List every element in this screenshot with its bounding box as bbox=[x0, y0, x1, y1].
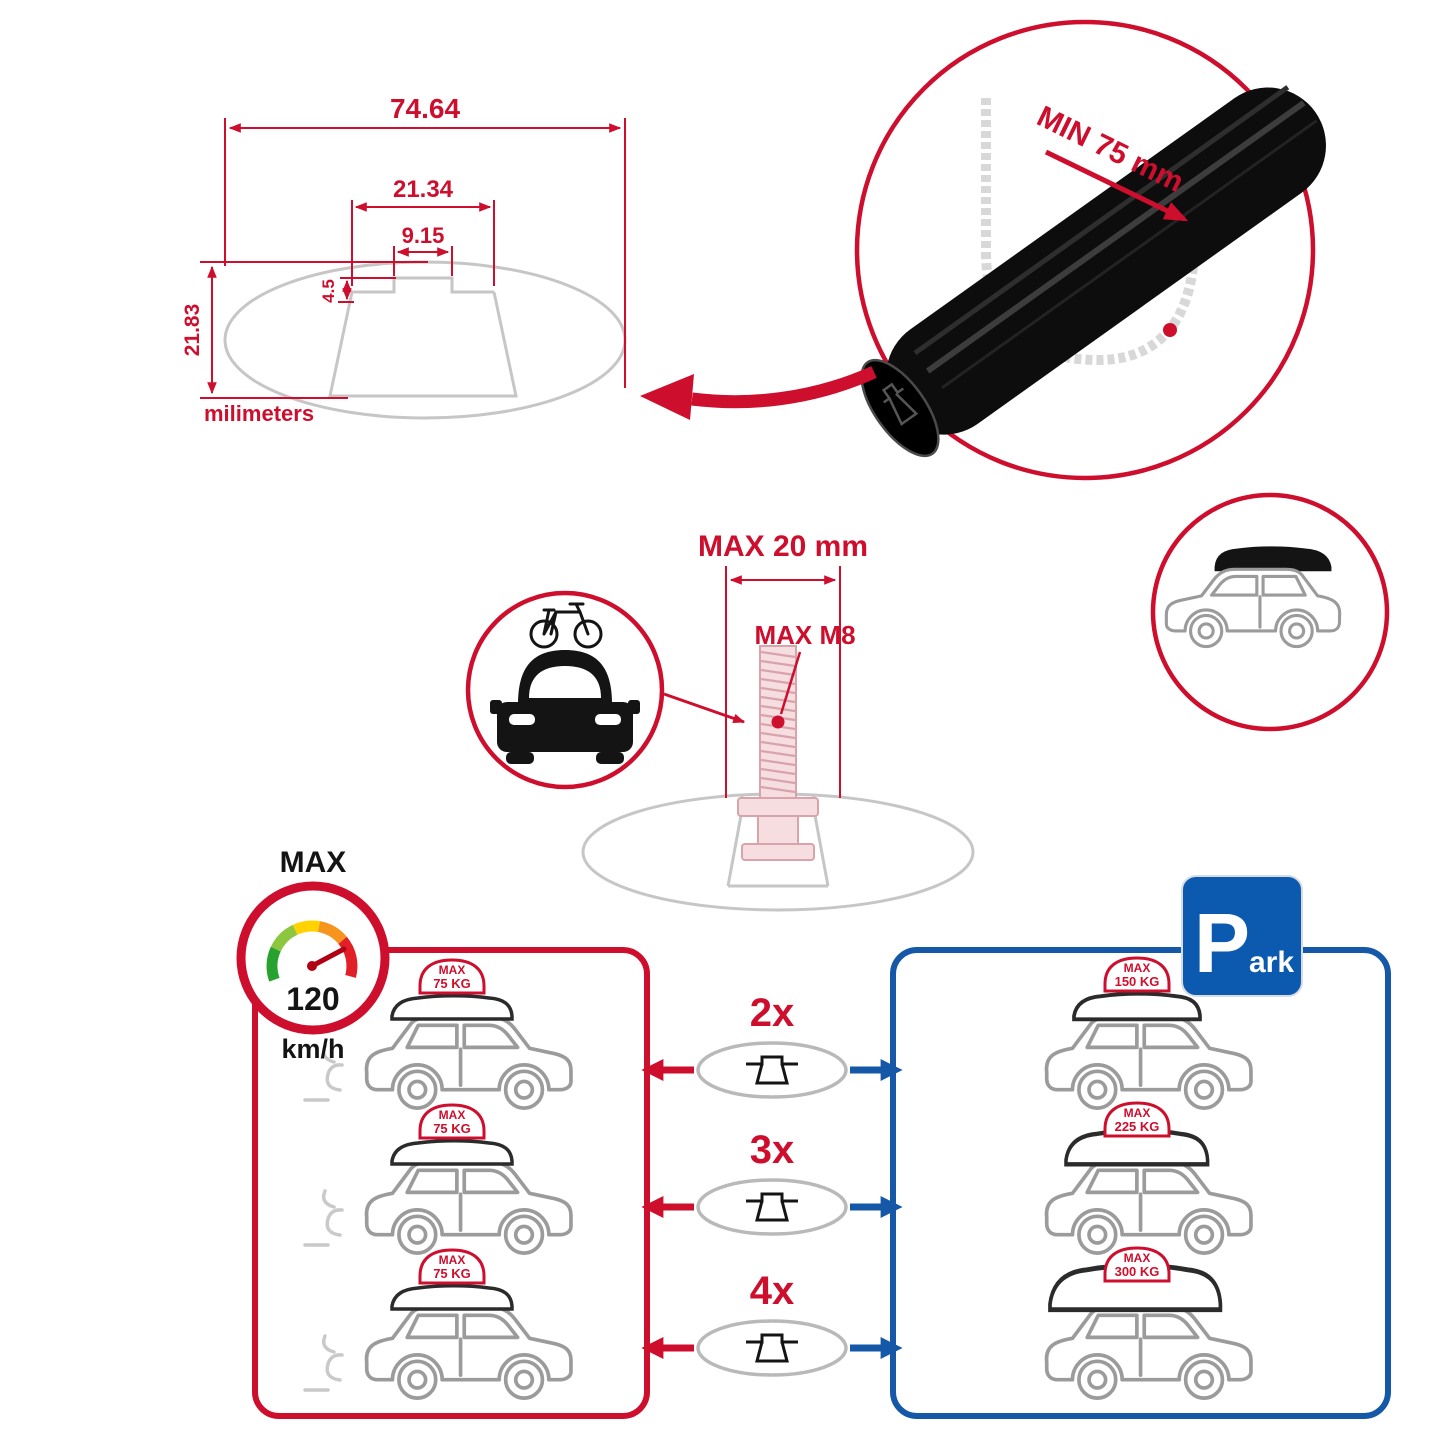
bar-end-face bbox=[860, 358, 940, 458]
speed-limit-gauge: MAX 120 km/h bbox=[236, 846, 390, 1064]
badge-max-label: MAX bbox=[1124, 1251, 1151, 1265]
roof-box bbox=[390, 1284, 514, 1311]
bar-count-label: 4x bbox=[750, 1269, 795, 1313]
badge-max-label: MAX bbox=[439, 1108, 466, 1122]
car-illustration bbox=[364, 1015, 573, 1110]
bolt-diagram: MAX 20 mm MAX M8 bbox=[581, 530, 975, 912]
gauge-needle bbox=[309, 946, 347, 969]
bar-cross-section-icon bbox=[696, 1319, 848, 1377]
bar-count-row: 2x bbox=[641, 991, 903, 1099]
bike-icon bbox=[529, 602, 603, 649]
driving-box bbox=[252, 947, 650, 1419]
parking-panel: MAX 150 KG MAX 225 KG MAX 300 KG bbox=[890, 875, 1391, 1419]
min-clamp-arrow bbox=[1044, 149, 1189, 222]
dim-total-height-label: 21.83 bbox=[181, 304, 204, 357]
car-front-icon bbox=[490, 650, 640, 764]
multiplier-column: 2x 3x 4x bbox=[641, 991, 903, 1377]
load-badge: MAX 75 KG bbox=[418, 1248, 486, 1285]
load-badge: MAX 75 KG bbox=[418, 1103, 486, 1140]
bar-closeup: MIN 75 mm bbox=[640, 19, 1326, 481]
dim-lip-height-label: 4.5 bbox=[319, 279, 338, 303]
speedometer-icon bbox=[236, 881, 390, 1035]
gauge-hub bbox=[307, 961, 317, 971]
dim-total-width-label: 74.64 bbox=[390, 93, 460, 124]
parking-sign: P ark bbox=[1181, 875, 1303, 997]
bar-count-label: 3x bbox=[750, 1128, 795, 1172]
dim-slot-width-label: 9.15 bbox=[402, 223, 445, 248]
parking-box bbox=[890, 947, 1391, 1419]
badge-max-label: MAX bbox=[1124, 1106, 1151, 1120]
exhaust-swirl-icon bbox=[303, 1044, 344, 1102]
badge-load-label: 75 KG bbox=[433, 1266, 471, 1281]
thread-leader-line bbox=[779, 651, 802, 715]
badge-max-label: MAX bbox=[439, 1253, 466, 1267]
parking-sign-rest: ark bbox=[1249, 946, 1294, 979]
load-badge: MAX 225 KG bbox=[1103, 1101, 1171, 1138]
driving-car-row: MAX 75 KG bbox=[303, 1248, 573, 1400]
closeup-circle bbox=[854, 19, 1316, 481]
speed-unit: km/h bbox=[281, 1034, 344, 1064]
bar-cross-section-icon bbox=[696, 1178, 848, 1236]
bar-profile-slot bbox=[352, 276, 494, 294]
crossbar-image bbox=[860, 85, 1326, 458]
car-illustration bbox=[364, 1160, 573, 1255]
bar-cross-section-icon bbox=[696, 1041, 848, 1099]
badge-max-label: MAX bbox=[1124, 961, 1151, 975]
parking-sign-letter: P bbox=[1194, 896, 1250, 990]
bar-profile-foot bbox=[328, 291, 518, 398]
badge-max-label: MAX bbox=[439, 963, 466, 977]
badge-load-label: 75 KG bbox=[433, 976, 471, 991]
load-badge: MAX 300 KG bbox=[1103, 1246, 1171, 1283]
parked-car-row: MAX 225 KG bbox=[1044, 1101, 1253, 1255]
badge-load-label: 225 KG bbox=[1115, 1119, 1160, 1134]
driving-panel: MAX 75 KG MAX 75 KG bbox=[252, 947, 650, 1419]
gauge-arcs bbox=[266, 920, 358, 982]
roof-box bbox=[1214, 546, 1332, 572]
pointer-arrow-to-drawing bbox=[640, 366, 877, 420]
load-badge: MAX 150 KG bbox=[1103, 956, 1171, 993]
driving-car-row: MAX 75 KG bbox=[303, 1103, 573, 1255]
bike-car-circle bbox=[465, 590, 746, 790]
load-badge: MAX 75 KG bbox=[418, 958, 486, 995]
speed-max-label: MAX bbox=[280, 846, 347, 879]
bar-count-row: 3x bbox=[641, 1128, 903, 1236]
roof-box bbox=[390, 994, 514, 1021]
bolt-illustration bbox=[737, 645, 819, 861]
bar-count-label: 2x bbox=[750, 991, 795, 1035]
exhaust-swirl-icon bbox=[303, 1334, 344, 1392]
car-illustration bbox=[1044, 1015, 1253, 1110]
car-illustration bbox=[364, 1305, 573, 1400]
parked-car-row: MAX 150 KG bbox=[1044, 956, 1253, 1110]
parked-car-row: MAX 300 KG bbox=[1044, 1246, 1253, 1400]
driving-car-row: MAX 75 KG bbox=[303, 958, 573, 1110]
badge-load-label: 300 KG bbox=[1115, 1264, 1160, 1279]
speed-value: 120 bbox=[286, 981, 339, 1017]
badge-load-label: 75 KG bbox=[433, 1121, 471, 1136]
units-label: milimeters bbox=[204, 401, 314, 426]
car-illustration bbox=[1044, 1160, 1253, 1255]
badge-load-label: 150 KG bbox=[1115, 974, 1160, 989]
dim-channel-width-label: 21.34 bbox=[393, 176, 454, 203]
pointer-to-bolt bbox=[663, 692, 746, 724]
exhaust-swirl-icon bbox=[303, 1189, 344, 1247]
cross-section-diagram: 74.64 21.34 9.15 4.5 21.83 milimeters bbox=[181, 93, 627, 426]
roof-box bbox=[390, 1139, 514, 1166]
car-illustration bbox=[1044, 1305, 1253, 1400]
thread-point-dot bbox=[771, 715, 785, 729]
parking-sign-plate bbox=[1181, 875, 1303, 997]
roof-box bbox=[1072, 991, 1202, 1022]
bar-count-row: 4x bbox=[641, 1269, 903, 1377]
suv-roofbox-circle bbox=[1150, 492, 1390, 732]
bolt-length-label: MAX 20 mm bbox=[698, 530, 868, 563]
clamp-point-dot bbox=[1163, 323, 1177, 337]
bolt-thread-label: MAX M8 bbox=[754, 620, 855, 650]
